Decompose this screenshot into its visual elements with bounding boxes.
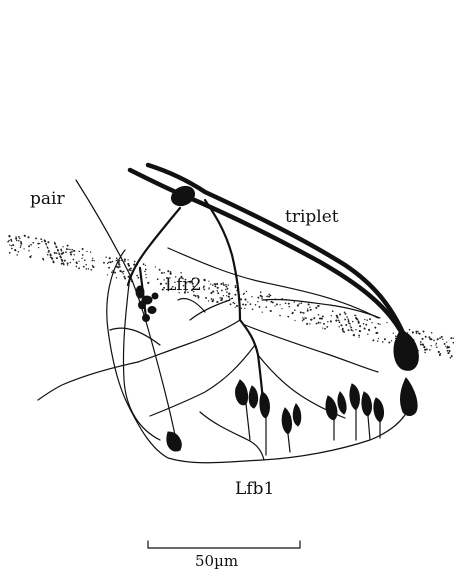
triplet-tract-1 [130, 170, 400, 330]
triplet-branch-left [128, 208, 180, 285]
lfb1-branch-b [245, 325, 378, 372]
lfb1-branch-a [138, 320, 240, 362]
lfb1-terminals [167, 380, 384, 455]
scale-bar-label: 50µm [195, 552, 238, 570]
lfr2-terminals [136, 268, 158, 322]
label-lfr2: Lfr2 [165, 275, 202, 295]
label-lfb1: Lfb1 [235, 479, 274, 499]
triplet-soma-right-lower [401, 378, 418, 415]
label-pair: pair [30, 189, 65, 209]
scale-bar-line [148, 541, 300, 548]
lfb1-branch-i [200, 412, 264, 460]
triplet-soma-right-upper [394, 330, 418, 370]
scale-bar: 50µm [148, 541, 300, 570]
lfb1-branch-e [178, 299, 230, 321]
lfb1-branch-h [110, 328, 160, 345]
label-triplet: triplet [285, 207, 339, 227]
